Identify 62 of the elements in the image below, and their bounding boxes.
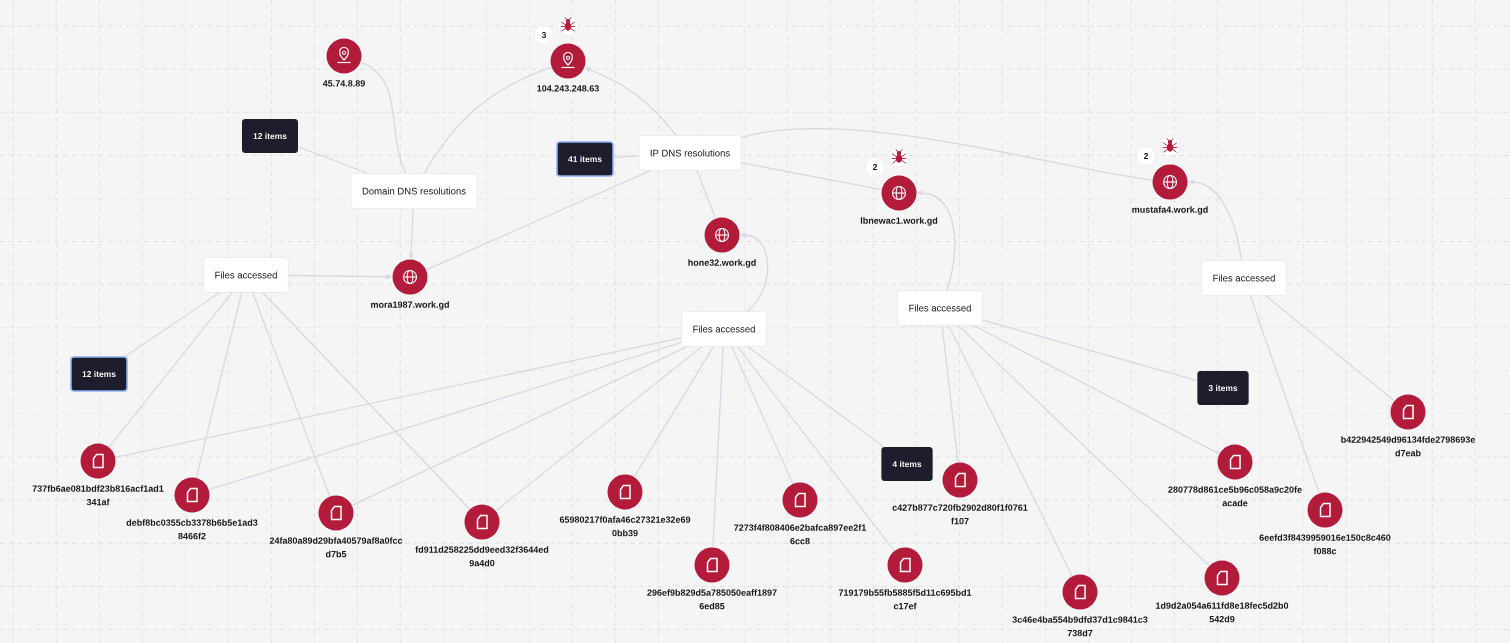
- file-hash-label: debf8bc0355cb3378b6b5e1ad3 8466f2: [126, 519, 258, 540]
- file-hash-label: 65980217f0afa46c27321e32e69 0bb39: [559, 516, 691, 537]
- connector-line: [982, 319, 1198, 382]
- file-hash-label: 737fb6ae081bdf23b816acf1ad1 341af: [32, 485, 164, 506]
- file-hash-label: 7273f4f808406e2bafca897ee2f1 6cc8: [734, 524, 867, 545]
- connector-line: [297, 146, 369, 174]
- domain-label: lbnewac1.work.gd: [860, 217, 938, 226]
- item-count-box: 12 items: [242, 119, 298, 153]
- item-count-box: 3 items: [1197, 371, 1249, 405]
- connector-line: [495, 346, 703, 512]
- ip-address-label: 104.243.248.63: [537, 85, 599, 92]
- file-hash-label: c427b877c720fb2902d80f1f0761 f107: [892, 504, 1028, 525]
- domain-label: hone32.work.gd: [688, 259, 756, 268]
- connector-line: [1265, 295, 1395, 402]
- item-count-box: 12 items: [70, 356, 128, 392]
- relation-box: Files accessed: [203, 257, 289, 293]
- file-hash-label: 3c46e4ba554b9dfd37d1c9841c3 738d7: [1012, 616, 1148, 637]
- file-hash-label: 24fa80a89d29bfa40579af8a0fcc d7b5: [269, 537, 403, 558]
- connector-line: [114, 337, 682, 458]
- connector-line: [1249, 295, 1320, 494]
- item-count-box: 4 items: [881, 447, 933, 481]
- ip-address-label: 45.74.8.89: [322, 80, 365, 87]
- file-hash-label: 719179b55fb5885f5d11c695bd1 c17ef: [838, 589, 972, 610]
- relation-box: Files accessed: [681, 311, 767, 347]
- file-hash-label: b422942549d96134fde2798693e d7eab: [1341, 436, 1475, 457]
- item-count-box: 41 items: [556, 141, 614, 177]
- count-badge: 2: [865, 157, 885, 177]
- connector-line: [195, 292, 243, 479]
- connector-line: [737, 346, 895, 552]
- domain-label: mustafa4.work.gd: [1132, 206, 1208, 215]
- domain-label: mora1987.work.gd: [371, 301, 449, 310]
- connector-line: [423, 66, 553, 174]
- connector-line: [948, 325, 1073, 577]
- count-badge: 2: [1136, 146, 1156, 166]
- file-hash-label: 6eefd3f8439959016e150c8c460 f088c: [1259, 534, 1391, 555]
- connector-line: [252, 292, 331, 498]
- file-hash-label: fd911d258225dd9eed32f3644ed 9a4d0: [415, 546, 549, 567]
- relation-box: Domain DNS resolutions: [350, 173, 478, 209]
- connector-line: [124, 292, 221, 357]
- relation-box: IP DNS resolutions: [638, 135, 742, 171]
- connector-line: [108, 292, 233, 448]
- relation-box: Files accessed: [1201, 260, 1287, 296]
- file-hash-label: 1d9d2a054a611fd8e18fec5d2b0 542d9: [1156, 602, 1289, 623]
- connector-line: [262, 292, 471, 510]
- connector-line: [957, 325, 1210, 567]
- connector-line: [973, 325, 1220, 455]
- connector-line: [740, 162, 883, 191]
- relation-box: Files accessed: [897, 290, 983, 326]
- connector-line: [941, 325, 959, 464]
- connector-line: [712, 346, 724, 548]
- count-badge: 3: [534, 25, 554, 45]
- connector-line: [351, 346, 688, 507]
- connector-line: [696, 170, 717, 220]
- connector-line: [633, 346, 714, 478]
- connector-line: [747, 346, 885, 448]
- connector-line: [425, 170, 651, 271]
- connector-line: [360, 61, 407, 174]
- connector-line: [208, 341, 682, 491]
- file-hash-label: 280778d861ce5b96c058a9c20fe acade: [1168, 486, 1302, 507]
- connector-line: [740, 128, 1154, 181]
- file-hash-label: 296ef9b829d5a785050eaff1897 6ed85: [647, 589, 777, 610]
- connector-line: [731, 346, 794, 485]
